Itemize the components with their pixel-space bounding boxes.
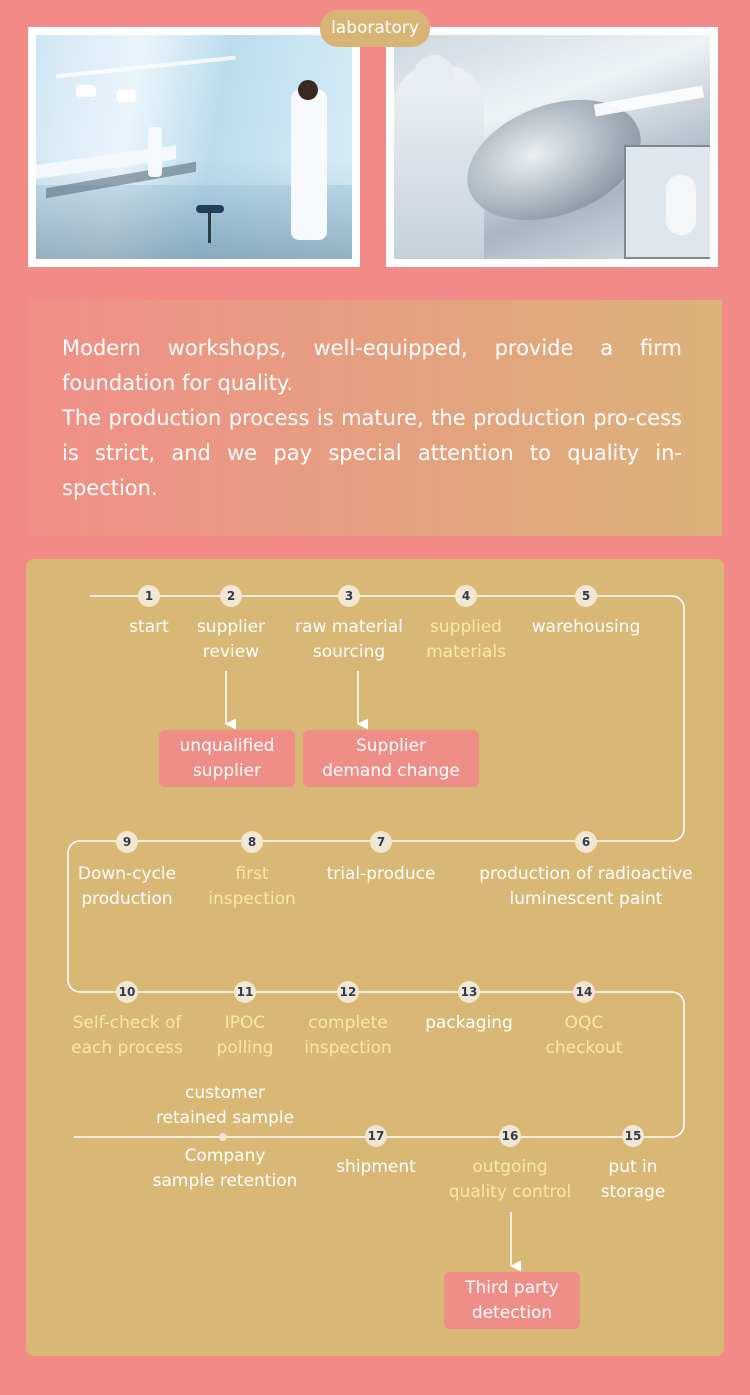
step-15-badge: 15 bbox=[622, 1125, 644, 1147]
step-13-badge: 13 bbox=[458, 981, 480, 1003]
laboratory-photo bbox=[36, 35, 352, 259]
flow-path bbox=[67, 595, 685, 1138]
step-1-badge: 1 bbox=[138, 585, 160, 607]
cleanroom-photo-frame bbox=[386, 27, 718, 267]
step-5-label: warehousing bbox=[531, 617, 641, 637]
intro-band bbox=[28, 300, 722, 536]
step-8-badge: 8 bbox=[241, 831, 263, 853]
process-flow-panel bbox=[26, 559, 724, 1356]
step-17-label: shipment bbox=[336, 1157, 416, 1177]
step-11-badge: 11 bbox=[234, 981, 256, 1003]
laboratory-photo-frame bbox=[28, 27, 360, 267]
step-6-badge: 6 bbox=[575, 831, 597, 853]
step-2-badge: 2 bbox=[220, 585, 242, 607]
step-7-label: trial-produce bbox=[326, 864, 436, 884]
step-12-badge: 12 bbox=[337, 981, 359, 1003]
intro-line-2: The production process is mature, the pr… bbox=[62, 406, 682, 500]
step-3-badge: 3 bbox=[338, 585, 360, 607]
cleanroom-photo bbox=[394, 35, 710, 259]
step-5-badge: 5 bbox=[575, 585, 597, 607]
laboratory-tag: laboratory bbox=[320, 10, 430, 47]
step-9-badge: 9 bbox=[116, 831, 138, 853]
intro-text: Modern workshops, well-equipped, provide… bbox=[62, 331, 682, 506]
step-14-badge: 14 bbox=[573, 981, 595, 1003]
step-4-badge: 4 bbox=[455, 585, 477, 607]
step-13-label: packaging bbox=[425, 1013, 513, 1033]
intro-line-1: Modern workshops, well-equipped, provide… bbox=[62, 336, 682, 395]
step-1-label: start bbox=[129, 617, 169, 637]
step-10-badge: 10 bbox=[116, 981, 138, 1003]
step-17-badge: 17 bbox=[365, 1125, 387, 1147]
sample-split-dot bbox=[219, 1133, 227, 1141]
step-7-badge: 7 bbox=[370, 831, 392, 853]
step-16-badge: 16 bbox=[499, 1125, 521, 1147]
